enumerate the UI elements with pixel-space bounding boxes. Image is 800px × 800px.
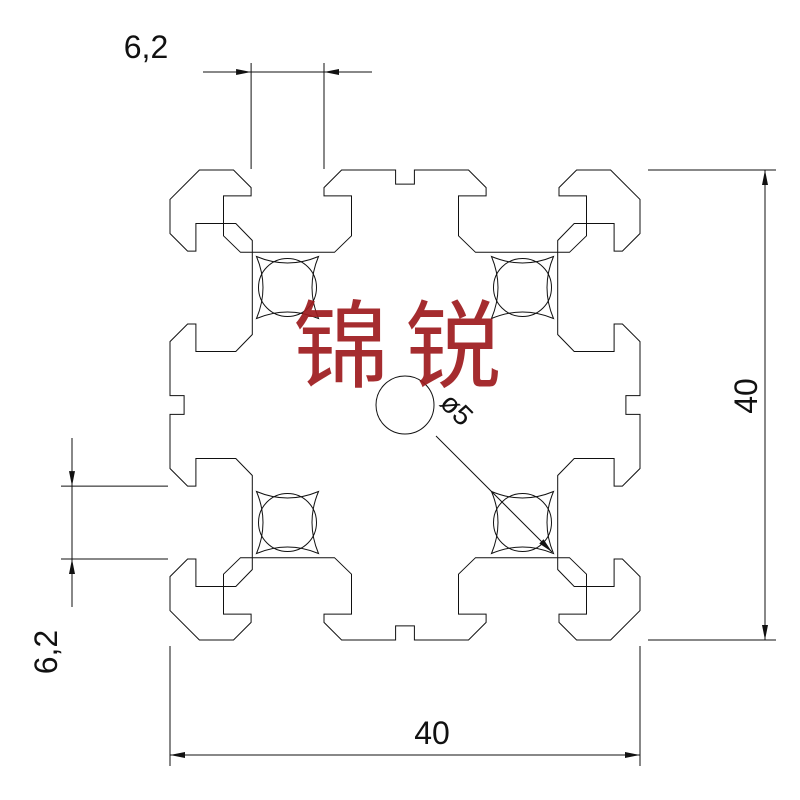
dimension-label-overall-width: 40 xyxy=(414,715,450,751)
screw-hole-circle-sw xyxy=(258,493,317,552)
dimension-top-slot: 6,2 xyxy=(124,29,372,169)
dimension-label-top-slot: 6,2 xyxy=(124,29,168,65)
corner-webs xyxy=(255,255,555,555)
dimension-overall-height: 40 xyxy=(648,169,776,641)
center-hole-circle xyxy=(375,375,435,435)
dimension-left-slot: 6,2 xyxy=(28,438,168,674)
dimension-label-left-slot: 6,2 xyxy=(28,630,64,674)
profile-outline xyxy=(169,169,641,641)
corner-web-sw xyxy=(255,490,320,555)
screw-hole-circle-se xyxy=(493,493,552,552)
leader-hole-diameter: ø5 xyxy=(434,387,553,553)
dimension-label-overall-height: 40 xyxy=(728,378,764,414)
screw-hole-circle-ne xyxy=(493,258,552,317)
screw-hole-circle-nw xyxy=(258,258,317,317)
leader-line xyxy=(435,435,553,553)
dimension-overall-width: 40 xyxy=(169,646,641,766)
watermark-text: 锦锐 xyxy=(293,291,517,403)
